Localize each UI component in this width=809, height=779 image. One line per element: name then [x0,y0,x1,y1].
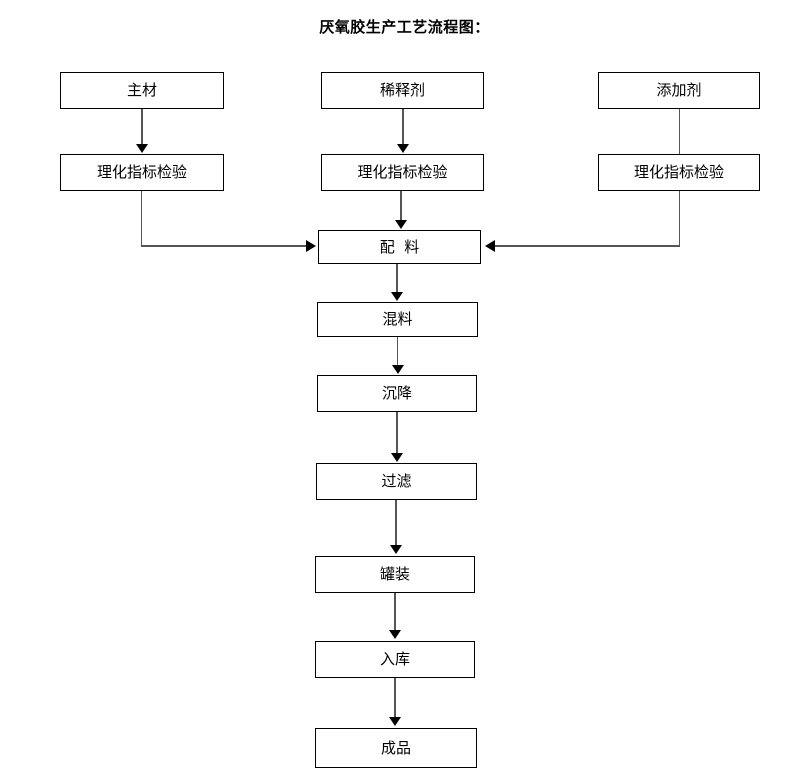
connector-batching-to-mixing [396,264,398,293]
arrowhead-left-to-batching [306,240,316,252]
node-label: 成品 [380,738,411,757]
arrowhead-warehousing-to-finished [389,717,401,726]
node-finished-product: 成品 [315,728,477,768]
connector-filling-to-warehousing [394,593,396,631]
node-label: 添加剂 [656,81,702,99]
node-settling: 沉降 [317,375,477,412]
connector-main-to-inspection [141,109,143,145]
node-label: 入库 [379,650,410,668]
node-batching: 配 料 [318,230,481,264]
node-label: 主材 [126,81,157,99]
connector-middle-to-batching [400,191,402,221]
arrowhead-mixing-to-settling [392,365,404,374]
node-inspection-left: 理化指标检验 [60,154,224,191]
arrowhead-filtration-to-filling [390,545,402,554]
connector-diluent-to-inspection [402,109,404,145]
connector-settling-to-filtration [396,412,398,454]
connector-warehousing-to-finished [394,678,396,718]
arrowhead-main-to-inspection [136,144,148,153]
node-main-material: 主材 [60,72,224,109]
node-inspection-middle: 理化指标检验 [321,154,484,191]
node-label: 理化指标检验 [96,163,187,181]
connector-left-elbow-horizontal [141,245,306,247]
arrowhead-batching-to-mixing [391,292,403,301]
node-label: 理化指标检验 [633,163,724,181]
connector-filtration-to-filling [395,500,397,546]
node-mixing: 混料 [317,302,478,337]
node-warehousing: 入库 [315,641,475,678]
node-label: 沉降 [381,384,412,402]
connector-right-elbow-horizontal [495,245,680,247]
arrowhead-middle-to-batching [395,220,407,229]
node-diluent: 稀释剂 [321,72,484,109]
connector-mixing-to-settling [397,337,398,366]
node-label: 稀释剂 [379,81,425,99]
arrowhead-settling-to-filtration [391,453,403,462]
connector-left-elbow-vertical [141,191,142,246]
node-label: 理化指标检验 [357,163,448,181]
node-label: 过滤 [381,472,412,490]
arrowhead-right-to-batching [485,240,495,252]
node-label: 配 料 [379,237,420,256]
node-label: 混料 [382,310,413,328]
connector-right-elbow-vertical [679,191,680,246]
arrowhead-diluent-to-inspection [397,144,409,153]
node-filling: 罐装 [315,556,475,593]
arrowhead-filling-to-warehousing [389,630,401,639]
connector-additive-to-inspection [679,109,680,154]
node-inspection-right: 理化指标检验 [598,154,760,191]
node-label: 罐装 [379,565,410,583]
node-additive: 添加剂 [598,72,760,109]
node-filtration: 过滤 [316,463,477,500]
page-title: 厌氧胶生产工艺流程图： [319,18,490,36]
